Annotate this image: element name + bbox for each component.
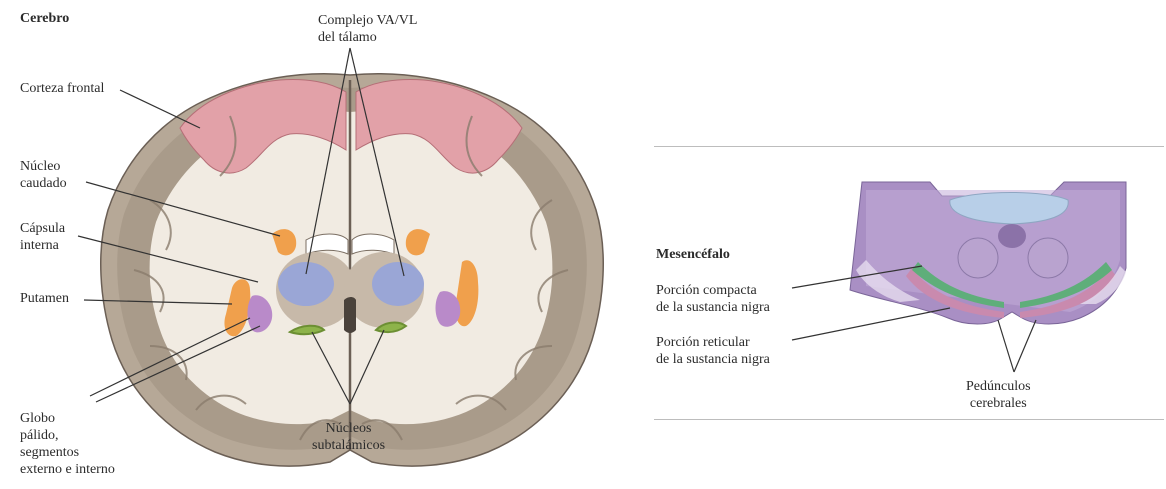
label-caudate: Núcleo caudado xyxy=(20,158,67,192)
label-globus-pallidus: Globo pálido, segmentos externo e intern… xyxy=(20,410,115,478)
label-putamen: Putamen xyxy=(20,290,69,307)
label-capsule: Cápsula interna xyxy=(20,220,65,254)
label-frontal-cortex: Corteza frontal xyxy=(20,80,104,97)
label-reticulata: Porción reticular de la sustancia nigra xyxy=(656,334,770,368)
label-compacta: Porción compacta de la sustancia nigra xyxy=(656,282,770,316)
label-va-vl: Complejo VA/VL del tálamo xyxy=(318,12,417,46)
label-peduncles: Pedúnculos cerebrales xyxy=(966,378,1031,412)
bottom-rule xyxy=(654,419,1164,420)
midbrain-title: Mesencéfalo xyxy=(656,246,730,263)
midbrain-section xyxy=(850,182,1126,324)
top-rule xyxy=(654,146,1164,147)
brain-title: Cerebro xyxy=(20,10,69,27)
vavl-right xyxy=(372,262,424,306)
brain-section xyxy=(101,74,603,466)
label-subthalamic: Núcleos subtalámicos xyxy=(312,420,385,454)
vavl-left xyxy=(278,262,334,306)
